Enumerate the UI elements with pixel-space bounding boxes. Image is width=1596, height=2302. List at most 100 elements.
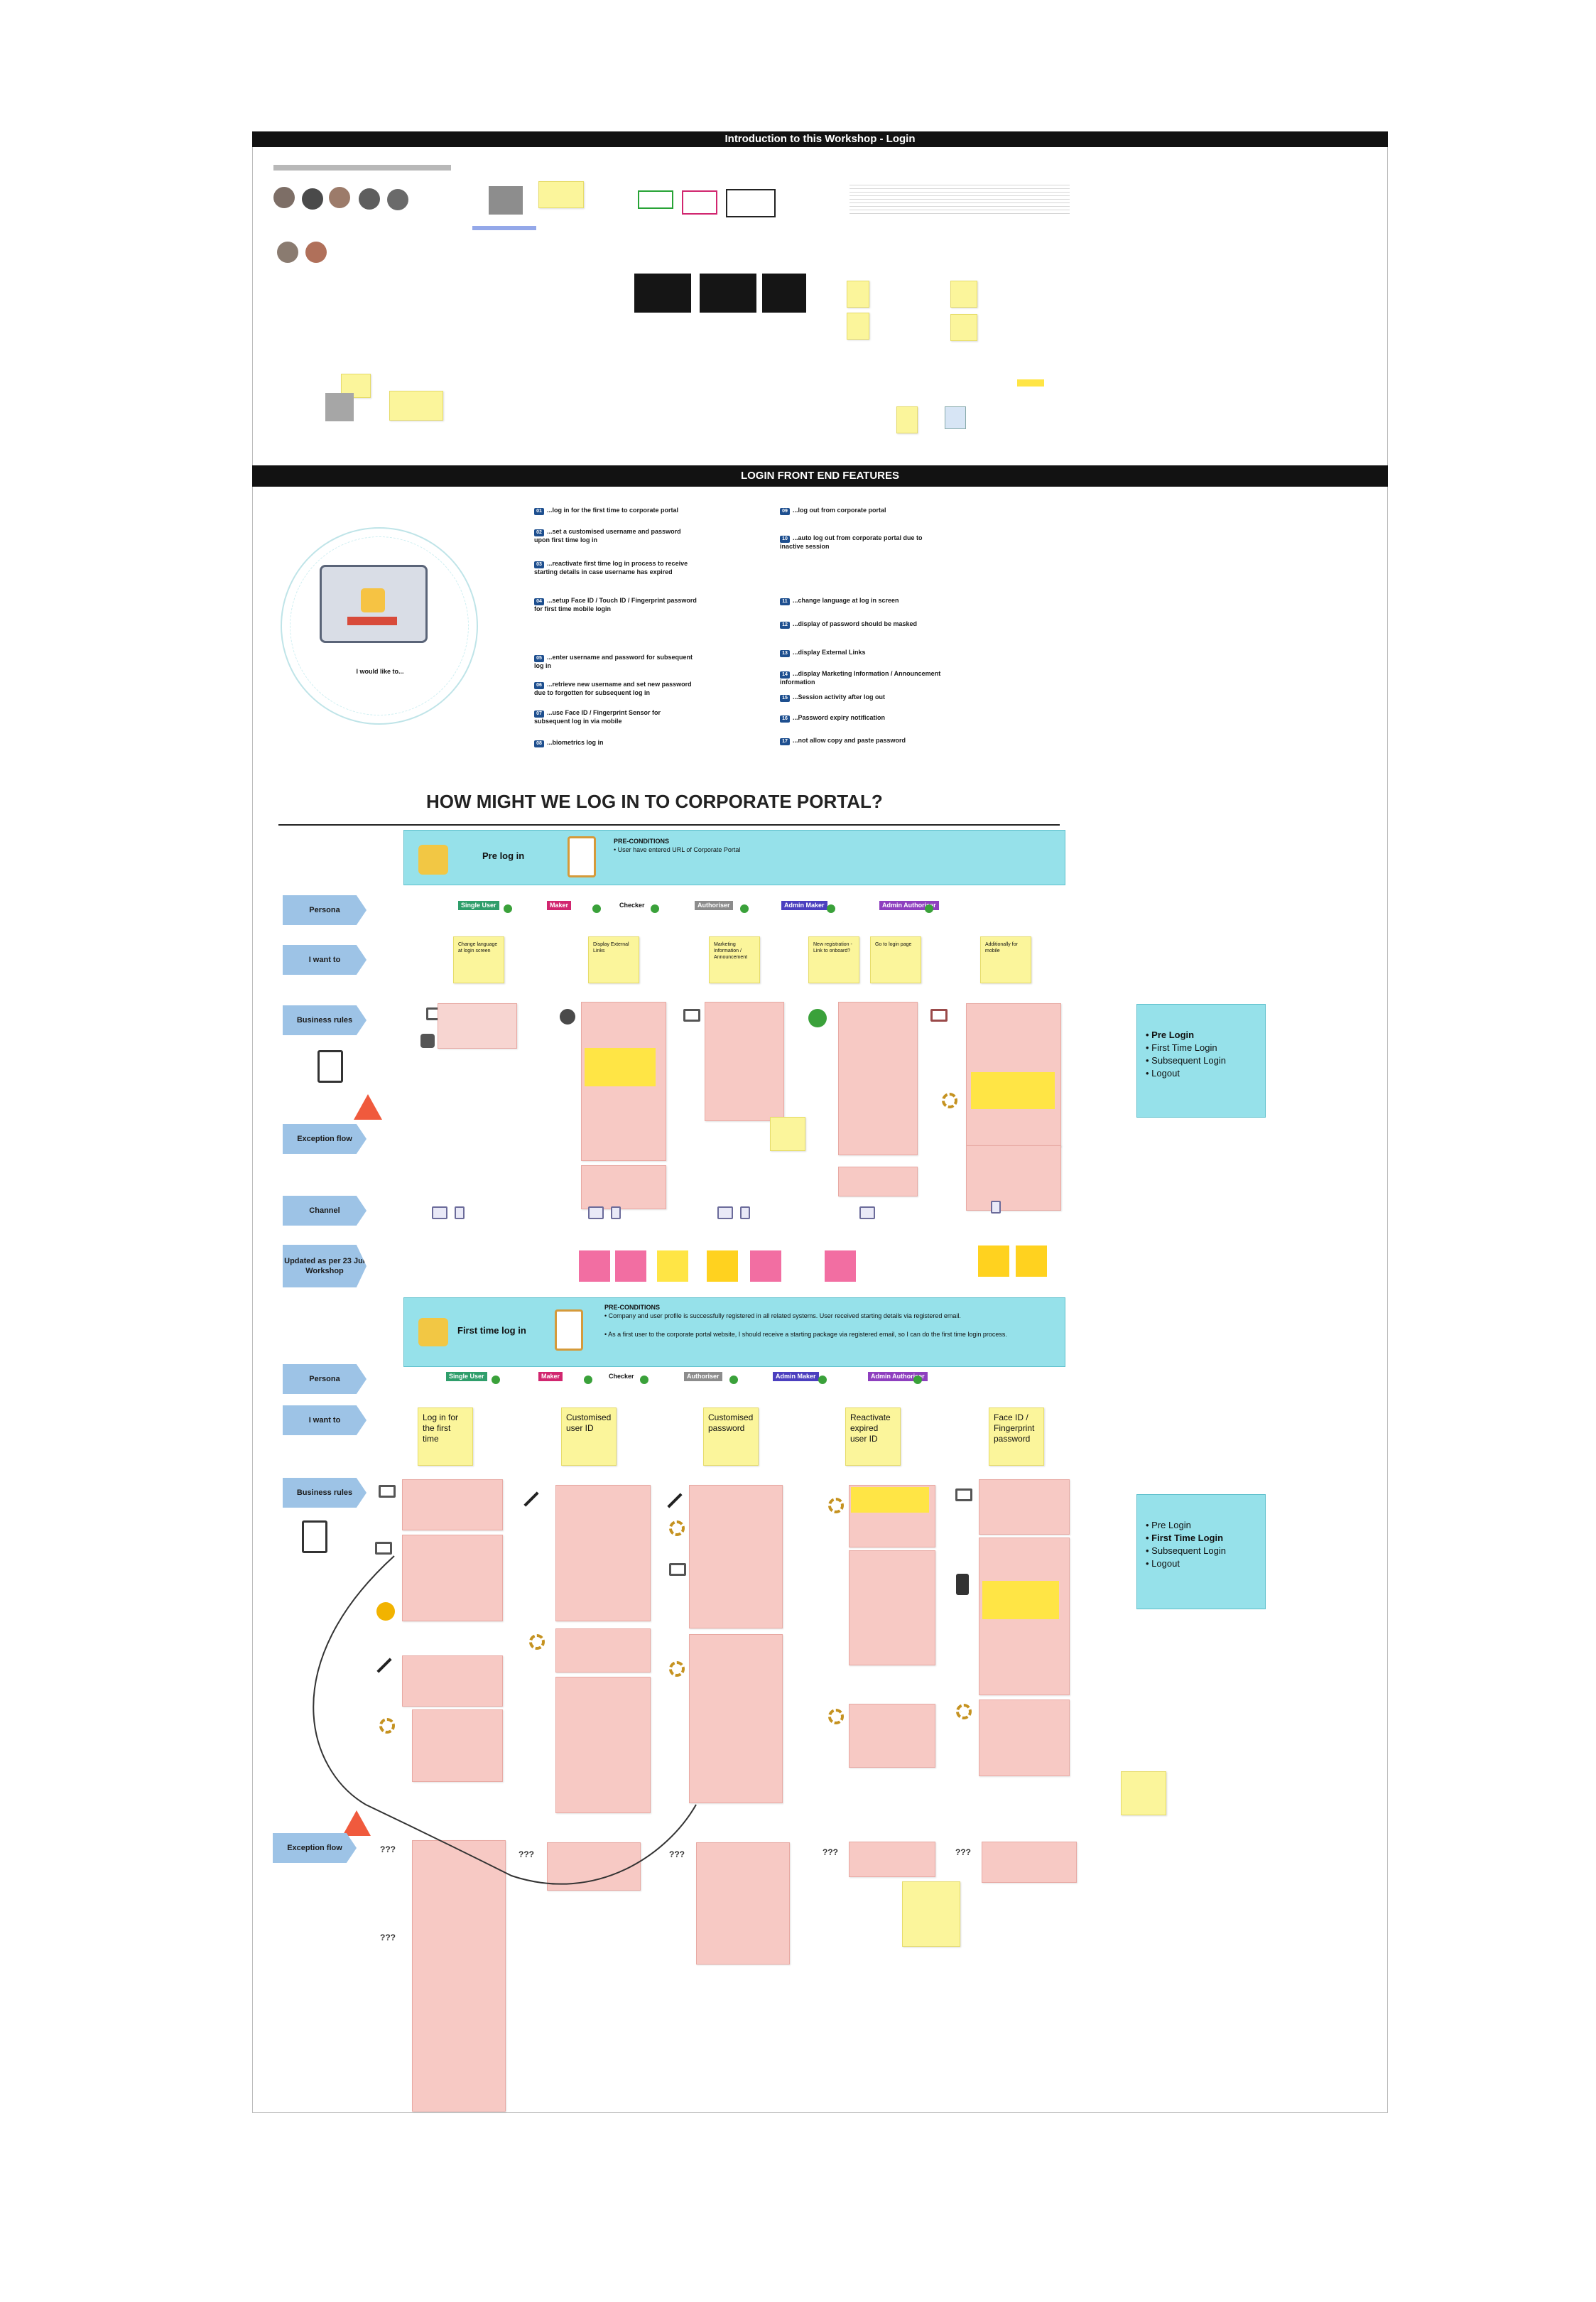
feature-number: 06 xyxy=(534,682,544,689)
warning-icon xyxy=(342,1810,371,1836)
business-rule-note xyxy=(402,1479,503,1530)
summary-item: • Logout xyxy=(1146,1558,1180,1569)
diagram-box xyxy=(638,190,673,209)
persona-tag: Checker xyxy=(606,1372,637,1381)
persona-status-icon xyxy=(925,904,933,913)
update-tag xyxy=(707,1250,738,1282)
feature-number: 05 xyxy=(534,655,544,662)
row-label-i-want-to: I want to xyxy=(283,1405,367,1435)
want-sticky-note: Display External Links xyxy=(588,936,639,983)
link-text[interactable] xyxy=(472,226,536,230)
business-rule-note xyxy=(979,1700,1070,1776)
want-sticky-note: Marketing Information / Announcement xyxy=(709,936,760,983)
feature-item: 15...Session activity after log out xyxy=(780,693,943,702)
mail-icon xyxy=(375,1542,392,1555)
summary-item: • First Time Login xyxy=(1146,1533,1224,1543)
feature-item: 07...use Face ID / Fingerprint Sensor fo… xyxy=(534,709,697,725)
feature-number: 13 xyxy=(780,650,790,657)
row-label-updated: Updated as per 23 Jul Workshop xyxy=(283,1245,367,1287)
feature-item: 16...Password expiry notification xyxy=(780,714,943,723)
gear-icon xyxy=(669,1520,685,1536)
feature-item: 02...set a customised username and passw… xyxy=(534,528,697,544)
feature-text: ...Password expiry notification xyxy=(793,714,886,721)
exception-note xyxy=(696,1842,790,1965)
feature-text: ...retrieve new username and set new pas… xyxy=(534,681,692,696)
sticky-note xyxy=(847,281,869,308)
persona-status-icon xyxy=(818,1376,827,1384)
want-sticky-note: Go to login page xyxy=(870,936,921,983)
update-tag xyxy=(978,1245,1009,1277)
mobile-hand-icon xyxy=(420,1034,435,1048)
feature-item: 11...change language at log in screen xyxy=(780,597,943,605)
gear-icon xyxy=(669,1661,685,1677)
row-label-persona: Persona xyxy=(283,1364,367,1394)
feature-text: ...biometrics log in xyxy=(547,739,604,746)
firsttime-precondition: • Company and user profile is successful… xyxy=(604,1312,961,1319)
exception-note xyxy=(412,1840,506,2112)
row-label-exception-flow: Exception flow xyxy=(283,1124,367,1154)
image-thumbnail xyxy=(489,186,523,215)
prelogin-preconditions-title: PRE-CONDITIONS xyxy=(614,838,670,845)
sticky-note xyxy=(902,1881,960,1947)
diagram-box xyxy=(726,189,776,217)
business-rule-note xyxy=(402,1535,503,1621)
feature-number: 01 xyxy=(534,508,544,515)
persona-tag: Authoriser xyxy=(684,1372,722,1381)
avatar xyxy=(329,187,350,208)
mobile-icon xyxy=(740,1206,750,1219)
gear-icon xyxy=(529,1634,545,1650)
question-mark-icon: ??? xyxy=(519,1849,534,1859)
firsttime-precondition: • As a first user to the corporate porta… xyxy=(604,1331,1007,1338)
add-circle-icon xyxy=(808,1009,827,1027)
feature-number: 10 xyxy=(780,536,790,543)
feature-number: 02 xyxy=(534,529,544,536)
laptop-lock-illustration xyxy=(320,565,428,643)
feature-text: ...setup Face ID / Touch ID / Fingerprin… xyxy=(534,597,697,612)
row-label-business-rules: Business rules xyxy=(283,1005,367,1035)
summary-item: • Pre Login xyxy=(1146,1520,1191,1530)
comment-icon xyxy=(683,1009,700,1022)
exception-note xyxy=(838,1167,918,1196)
screen-icon xyxy=(930,1009,948,1022)
question-mark-icon: ??? xyxy=(823,1847,838,1857)
gear-icon xyxy=(828,1498,844,1513)
desktop-icon xyxy=(717,1206,733,1219)
row-label-business-rules: Business rules xyxy=(283,1478,367,1508)
black-card xyxy=(634,274,691,313)
key-card-icon xyxy=(418,1318,448,1346)
persona-status-icon xyxy=(492,1376,500,1384)
feature-text: ...enter username and password for subse… xyxy=(534,654,693,669)
gear-icon xyxy=(942,1093,957,1108)
persona-tag: Admin Authoriser xyxy=(868,1372,928,1381)
highlighted-text xyxy=(585,1048,656,1086)
persona-tag: Single User xyxy=(446,1372,487,1381)
persona-status-icon xyxy=(827,904,835,913)
circle-caption: I would like to... xyxy=(356,668,404,675)
connector-curve xyxy=(313,1555,697,1885)
firsttime-band: First time log in PRE-CONDITIONS • Compa… xyxy=(403,1297,1065,1367)
feature-item: 13...display External Links xyxy=(780,649,943,657)
update-tag xyxy=(615,1250,646,1282)
feature-number: 17 xyxy=(780,738,790,745)
feature-item: 05...enter username and password for sub… xyxy=(534,654,697,670)
question-mark-icon: ??? xyxy=(380,1844,396,1854)
monitor-icon xyxy=(955,1488,972,1501)
business-rule-note xyxy=(555,1677,651,1813)
business-rule-note xyxy=(849,1485,935,1547)
sticky-note xyxy=(896,406,918,433)
business-rule-note xyxy=(555,1485,651,1621)
feature-number: 14 xyxy=(780,671,790,679)
want-sticky-note: Face ID / Fingerprint password xyxy=(989,1407,1044,1466)
update-tag xyxy=(579,1250,610,1282)
row-label-channel: Channel xyxy=(283,1196,367,1226)
heading-divider xyxy=(278,824,1060,826)
business-rule-note xyxy=(849,1704,935,1768)
update-tag xyxy=(657,1250,688,1282)
screen-icon xyxy=(669,1563,686,1576)
desktop-icon xyxy=(588,1206,604,1219)
summary-item: • First Time Login xyxy=(1146,1042,1217,1053)
feature-number: 09 xyxy=(780,508,790,515)
question-mark-icon: ??? xyxy=(380,1933,396,1942)
avatar xyxy=(359,188,380,210)
exception-note xyxy=(849,1842,935,1877)
